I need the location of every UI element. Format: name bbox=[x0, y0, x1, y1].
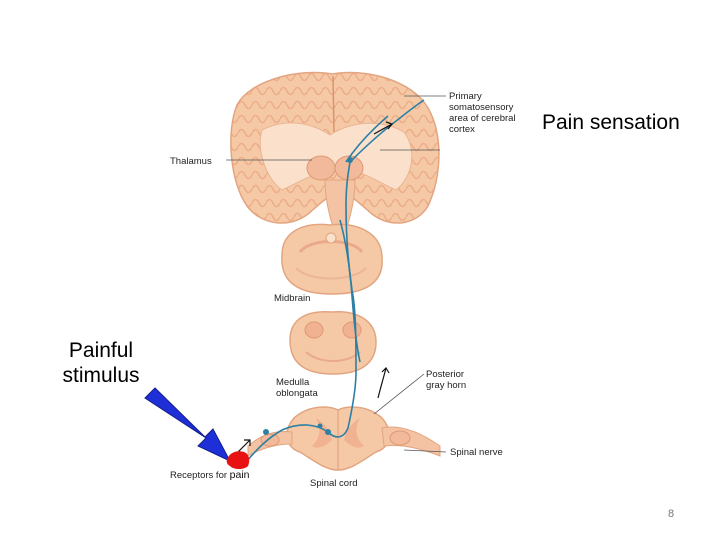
painful-stimulus-line-1: Painful bbox=[68, 339, 134, 362]
primary-cortex-line-2: somatosensory bbox=[449, 102, 514, 113]
spinal-cord-section bbox=[247, 406, 441, 471]
painful-stimulus-arrow bbox=[144, 387, 232, 463]
posterior-horn-line-1: Posterior bbox=[426, 369, 465, 380]
pain-receptor-dot bbox=[226, 451, 250, 469]
painful-stimulus-label: Painful stimulus bbox=[46, 338, 156, 388]
medulla-label: Medulla oblongata bbox=[276, 377, 318, 399]
primary-cortex-line-3: area of cerebral bbox=[449, 113, 516, 124]
posterior-horn-label: Posterior gray horn bbox=[426, 369, 466, 391]
spinal-cord-label: Spinal cord bbox=[310, 478, 358, 489]
painful-stimulus-line-2: stimulus bbox=[62, 364, 140, 387]
direction-arrows bbox=[237, 121, 394, 453]
spinal-nerve-label: Spinal nerve bbox=[450, 447, 503, 458]
medulla-line-1: Medulla bbox=[276, 377, 310, 388]
medulla-line-2: oblongata bbox=[276, 388, 318, 399]
primary-cortex-line-1: Primary bbox=[449, 91, 482, 102]
receptors-label: Receptors for pain bbox=[170, 469, 250, 482]
receptors-text: Receptors for bbox=[170, 470, 228, 481]
thalamus-label: Thalamus bbox=[170, 156, 212, 167]
posterior-horn-line-2: gray horn bbox=[426, 380, 467, 391]
primary-cortex-line-4: cortex bbox=[449, 124, 475, 135]
pathway-neuron-dots bbox=[263, 157, 353, 435]
primary-cortex-label: Primary somatosensory area of cerebral c… bbox=[449, 91, 516, 135]
medulla-section bbox=[289, 310, 377, 375]
leader-lines bbox=[226, 95, 447, 453]
pain-word: pain bbox=[229, 469, 250, 481]
page-number: 8 bbox=[668, 508, 675, 520]
pain-sensation-label: Pain sensation bbox=[540, 110, 682, 135]
midbrain-section bbox=[281, 223, 383, 295]
midbrain-label: Midbrain bbox=[274, 293, 311, 304]
